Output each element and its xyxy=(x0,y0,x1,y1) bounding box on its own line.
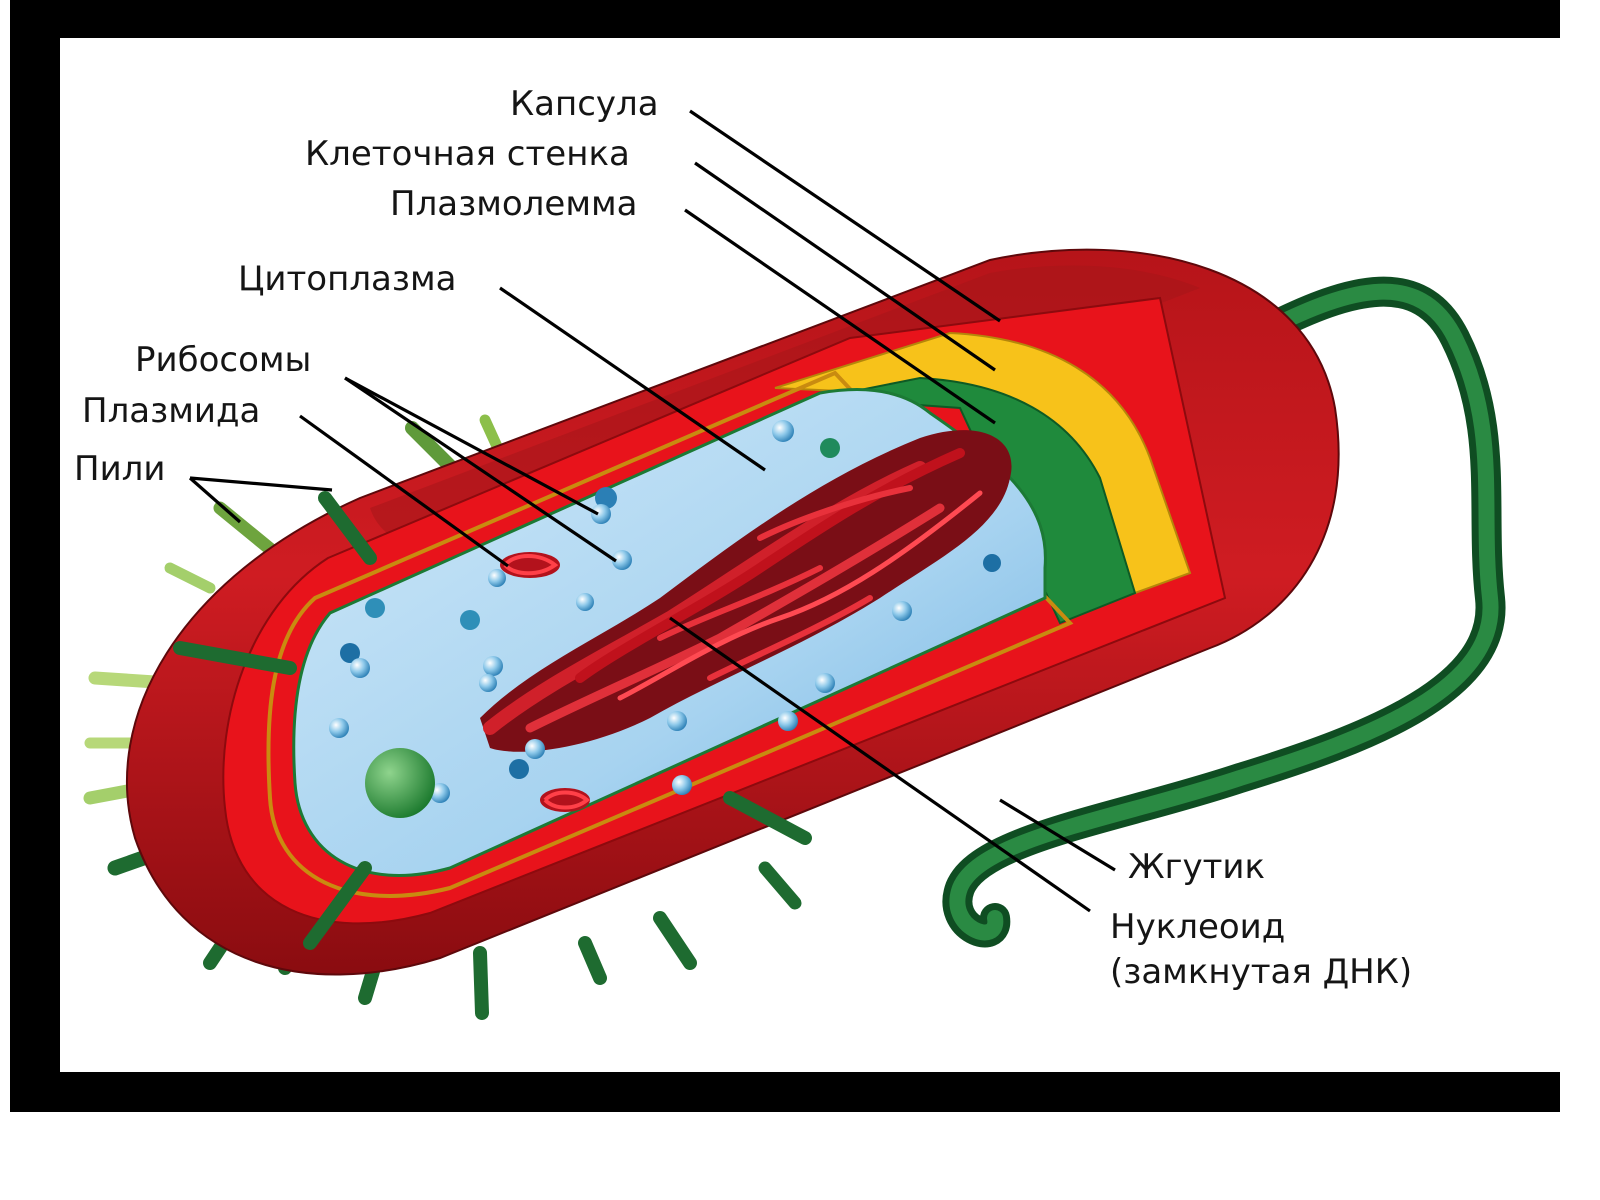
ribosome xyxy=(340,643,360,663)
label-pili: Пили xyxy=(74,449,166,489)
pilus xyxy=(723,791,812,845)
pilus xyxy=(405,421,459,475)
ribosome xyxy=(667,711,687,731)
diagram-panel: Капсула Клеточная стенка Плазмолемма Цит… xyxy=(60,38,1560,1072)
bacterial-cell-diagram: Капсула Клеточная стенка Плазмолемма Цит… xyxy=(74,84,1506,1020)
ribosome xyxy=(430,783,450,803)
ribosome xyxy=(365,598,385,618)
pilus xyxy=(318,491,377,565)
label-cell-wall: Клеточная стенка xyxy=(305,134,630,174)
ribosome xyxy=(983,554,1001,572)
vesicle xyxy=(365,748,435,818)
nucleoid xyxy=(480,430,1012,752)
ribosome xyxy=(591,504,611,524)
plasmid xyxy=(500,552,560,578)
ribosome xyxy=(815,673,835,693)
black-frame: Капсула Клеточная стенка Плазмолемма Цит… xyxy=(10,0,1560,1112)
label-cytoplasm: Цитоплазма xyxy=(238,259,456,299)
pilus xyxy=(473,946,489,1020)
ribosome xyxy=(576,593,594,611)
ribosome xyxy=(479,674,497,692)
label-flagellum: Жгутик xyxy=(1128,847,1265,887)
pilus xyxy=(578,936,607,985)
pilus xyxy=(758,861,802,910)
pilus xyxy=(164,562,216,594)
ribosome xyxy=(672,775,692,795)
pilus xyxy=(173,641,297,675)
ribosome xyxy=(892,601,912,621)
label-nucleoid-detail: (замкнутая ДНК) xyxy=(1110,952,1412,992)
ribosome xyxy=(460,610,480,630)
label-plasmid: Плазмида xyxy=(82,391,260,431)
ribosome xyxy=(525,739,545,759)
ribosome xyxy=(595,487,617,509)
leader-lines xyxy=(188,109,1116,913)
label-nucleoid: Нуклеоид xyxy=(1110,907,1285,947)
ribosome xyxy=(612,550,632,570)
ribosome xyxy=(509,759,529,779)
label-plasmalemma: Плазмолемма xyxy=(390,184,637,224)
label-ribosomes: Рибосомы xyxy=(135,340,311,380)
ribosome xyxy=(820,438,840,458)
pilus xyxy=(303,861,372,950)
label-capsule: Капсула xyxy=(510,84,659,124)
plasmalemma-layer xyxy=(819,376,1137,625)
ribosome xyxy=(483,656,503,676)
ribosome xyxy=(350,658,370,678)
ribosomes-group xyxy=(329,420,1001,803)
pilus xyxy=(653,911,697,970)
cell-wall-yellow xyxy=(774,331,1192,595)
ribosome xyxy=(772,420,794,442)
ribosome xyxy=(488,569,506,587)
plasmid xyxy=(540,788,591,812)
ribosome xyxy=(329,718,349,738)
pilus xyxy=(213,501,282,560)
ribosome xyxy=(778,711,798,731)
